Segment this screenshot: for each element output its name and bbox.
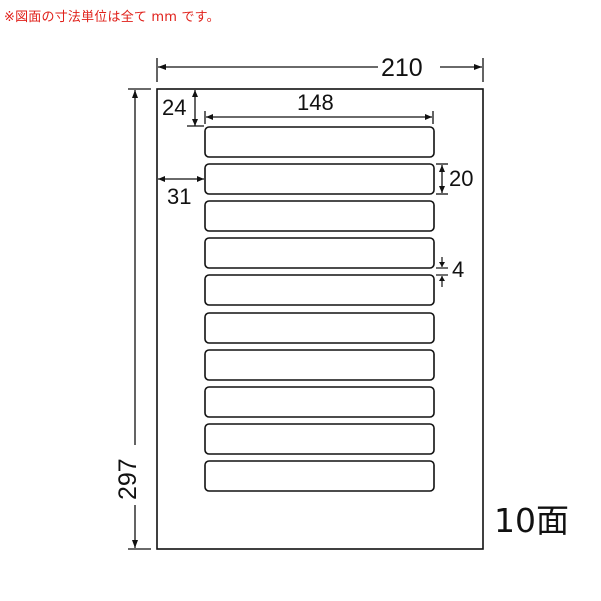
label-height-dimension	[436, 163, 448, 195]
label-box	[204, 312, 435, 344]
label-box	[204, 349, 435, 381]
width-label: 210	[381, 54, 423, 82]
label-count: 10面	[494, 501, 569, 540]
gap-label: 4	[452, 257, 465, 282]
label-width-dimension	[204, 111, 434, 124]
label-box	[204, 460, 435, 492]
sheet-outline	[156, 88, 484, 550]
top-margin-dimension	[187, 90, 204, 127]
label-box	[204, 274, 435, 306]
label-height-label: 20	[449, 166, 474, 191]
top-margin-label: 24	[162, 95, 187, 120]
units-note: ※図面の寸法単位は全て mm です。	[4, 10, 220, 25]
label-box	[204, 423, 435, 455]
label-box	[204, 200, 435, 232]
left-margin-dimension	[158, 176, 204, 182]
label-box	[204, 126, 435, 158]
label-width-label: 148	[297, 90, 334, 115]
height-label: 297	[114, 458, 142, 500]
left-margin-label: 31	[167, 184, 192, 209]
label-boxes	[204, 126, 435, 492]
label-box	[204, 386, 435, 418]
label-box	[204, 163, 435, 195]
label-box	[204, 237, 435, 269]
width-dimension	[156, 58, 484, 82]
gap-dimension	[436, 257, 448, 287]
height-dimension	[128, 88, 151, 550]
